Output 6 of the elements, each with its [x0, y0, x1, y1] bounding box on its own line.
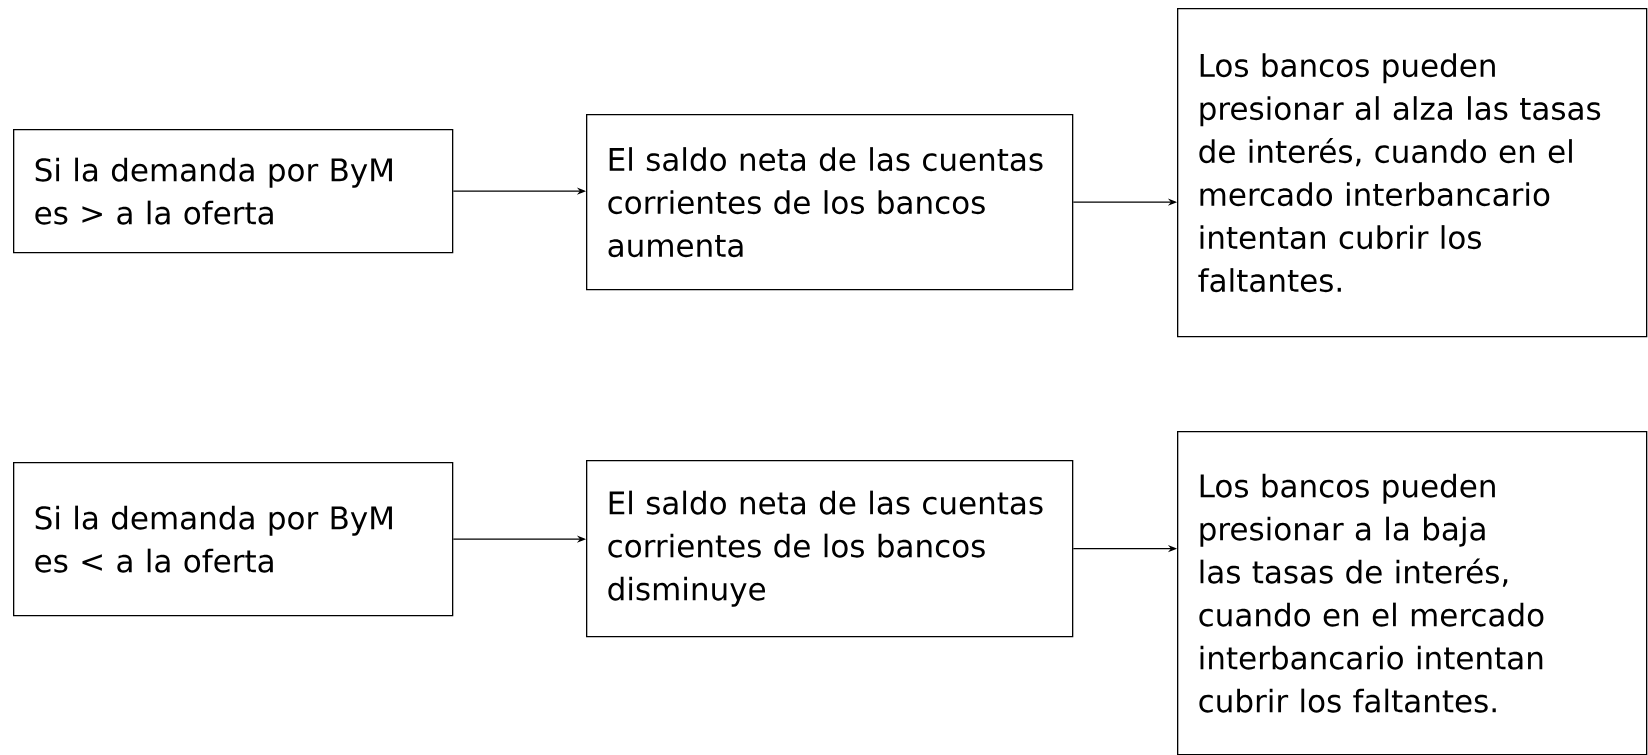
text-box: Si la demanda por ByM es > a la oferta: [13, 129, 454, 254]
text-box: Los bancos pueden presionar al alza las tasas de interés, cuando en el mercado interbancario intentan cubrir los faltantes.: [1177, 8, 1648, 338]
text-box: El saldo neta de las cuentas corrientes de los bancos aumenta: [586, 114, 1074, 291]
text-box: El saldo neta de las cuentas corrientes de los bancos disminuye: [586, 460, 1074, 638]
text-box: Si la demanda por ByM es < a la oferta: [13, 462, 454, 617]
text-box: Los bancos pueden presionar a la baja las tasas de interés, cuando en el mercado interbancario intentan cubrir los faltantes.: [1177, 431, 1648, 755]
